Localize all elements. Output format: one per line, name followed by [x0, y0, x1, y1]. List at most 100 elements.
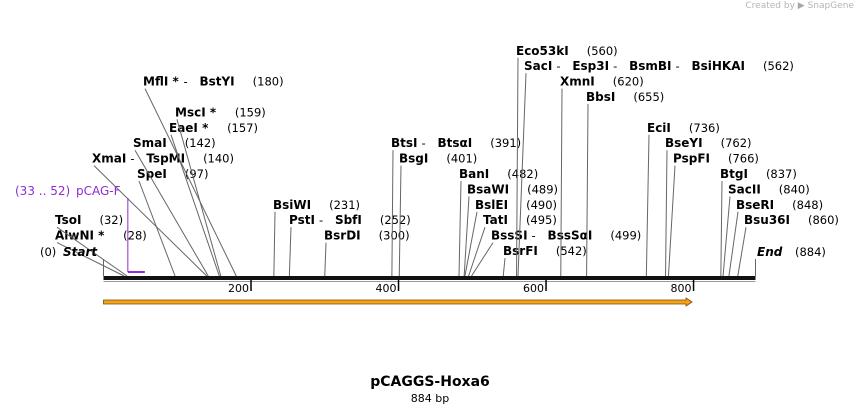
name-separator: -	[422, 136, 426, 150]
restriction-site: EaeI * (157)	[169, 121, 258, 277]
site-connector-line	[471, 242, 494, 277]
restriction-site: BsrFI(542)	[502, 244, 587, 277]
end-label: End	[757, 245, 783, 259]
enzyme-name: BssSI	[491, 229, 528, 243]
enzyme-name: BsrDI	[324, 229, 361, 243]
feature-annotation	[103, 297, 693, 307]
site-connector-line	[722, 196, 731, 277]
feature-arrow	[103, 297, 693, 307]
cut-position: (32)	[99, 213, 123, 227]
site-connector-line	[464, 211, 478, 277]
site-connector-line	[463, 196, 470, 277]
enzyme-name: EciI	[647, 121, 671, 135]
site-connector-line	[728, 211, 739, 277]
restriction-site: SpeI(97)	[137, 167, 209, 277]
cut-position: (562)	[763, 59, 794, 73]
start-label: Start	[63, 245, 98, 259]
enzyme-name: TatI	[483, 213, 508, 227]
site-connector-line	[560, 88, 563, 277]
restriction-site: TatI (495)	[468, 213, 557, 277]
tick-label: 800	[671, 282, 692, 295]
enzyme-name: SbfI	[335, 213, 362, 227]
tick-label: 200	[228, 282, 249, 295]
cut-position: (231)	[329, 198, 360, 212]
name-separator: -	[183, 75, 187, 89]
cut-position: (736)	[689, 121, 720, 135]
cut-position: (495)	[526, 213, 557, 227]
site-connector-line	[138, 180, 176, 277]
name-separator: -	[613, 59, 617, 73]
site-connector-line	[56, 242, 125, 277]
plasmid-name: pCAGGS-Hoxa6	[370, 374, 490, 390]
restriction-site: XmaI-TspMI(140)	[92, 152, 234, 277]
cut-position: (180)	[253, 75, 284, 89]
name-separator: -	[675, 59, 679, 73]
enzyme-name: Esp3I	[572, 59, 609, 73]
cut-position: (97)	[185, 167, 209, 181]
restriction-site: SacII(840)	[722, 182, 810, 277]
cut-position: (762)	[721, 136, 752, 150]
restriction-site: BsrDI(300)	[324, 229, 410, 277]
site-connector-line	[502, 257, 506, 277]
site-connector-line	[737, 227, 747, 277]
restriction-site: BseYI(762)	[665, 136, 752, 277]
cut-position: (542)	[556, 244, 587, 258]
site-connector-line	[517, 73, 527, 277]
enzyme-name: SmaI	[133, 136, 167, 150]
restriction-site: XmnI(620)	[560, 75, 644, 277]
cut-position: (499)	[610, 229, 641, 243]
restriction-site: EciI (736)	[645, 121, 720, 277]
primer-label: pCAG-F	[76, 184, 121, 198]
cut-position: (482)	[507, 167, 538, 181]
name-separator: -	[532, 229, 536, 243]
enzyme-name: TsoI	[55, 213, 81, 227]
enzyme-name: MscI *	[175, 105, 217, 119]
restriction-sites: AlwNI *(28)TsoI(32)SpeI(97)XmaI-TspMI(14…	[55, 44, 839, 277]
cut-position: (142)	[185, 136, 216, 150]
restriction-site: BbsI (655)	[586, 90, 664, 277]
tick-label: 400	[376, 282, 397, 295]
plasmid-length: 884 bp	[410, 392, 450, 405]
end-position: (884)	[795, 245, 826, 259]
cut-position: (620)	[613, 75, 644, 89]
site-connector-line	[93, 165, 208, 277]
end-marker: End (884)	[755, 245, 826, 276]
restriction-site: BsgI(401)	[398, 152, 477, 277]
restriction-site: BsaWI(489)	[463, 182, 558, 277]
site-connector-line	[56, 226, 128, 277]
enzyme-name: BanI	[459, 167, 489, 181]
cut-position: (140)	[203, 152, 234, 166]
restriction-site: Eco53kI(560)	[516, 44, 618, 277]
enzyme-name: BssSαI	[548, 229, 593, 243]
enzyme-name: BstYI	[199, 75, 234, 89]
cut-position: (401)	[446, 152, 477, 166]
name-separator: -	[319, 213, 323, 227]
cut-position: (157)	[227, 121, 258, 135]
cut-position: (655)	[633, 90, 664, 104]
enzyme-name: EaeI *	[169, 121, 209, 135]
restriction-site: Bsu36I(860)	[737, 213, 839, 277]
enzyme-name: BslEI	[475, 198, 508, 212]
site-connector-line	[391, 150, 394, 277]
cut-position: (490)	[526, 198, 557, 212]
site-connector-line	[458, 180, 462, 277]
enzyme-name: BbsI	[586, 90, 615, 104]
restriction-site: PstI-SbfI(252)	[288, 213, 411, 277]
restriction-site: BtgI(837)	[720, 167, 797, 277]
enzyme-name: Bsu36I	[744, 213, 790, 227]
restriction-site: TsoI (32)	[55, 213, 128, 277]
site-connector-line	[324, 242, 327, 277]
enzyme-name: BsiHKAI	[691, 59, 745, 73]
primer-annotation: (33 .. 52) pCAG-F	[15, 184, 145, 273]
cut-position: (159)	[235, 105, 266, 119]
enzyme-name: AlwNI *	[55, 229, 105, 243]
cut-position: (391)	[490, 136, 521, 150]
enzyme-name: XmaI	[92, 152, 126, 166]
snapgene-logo-icon: ▶	[797, 1, 805, 11]
site-connector-line	[398, 165, 402, 277]
enzyme-name: TspMI	[146, 152, 185, 166]
restriction-site: BslEI (490)	[464, 198, 557, 277]
primer-range: (33 .. 52)	[15, 184, 70, 198]
sequence-backbone	[103, 276, 756, 282]
